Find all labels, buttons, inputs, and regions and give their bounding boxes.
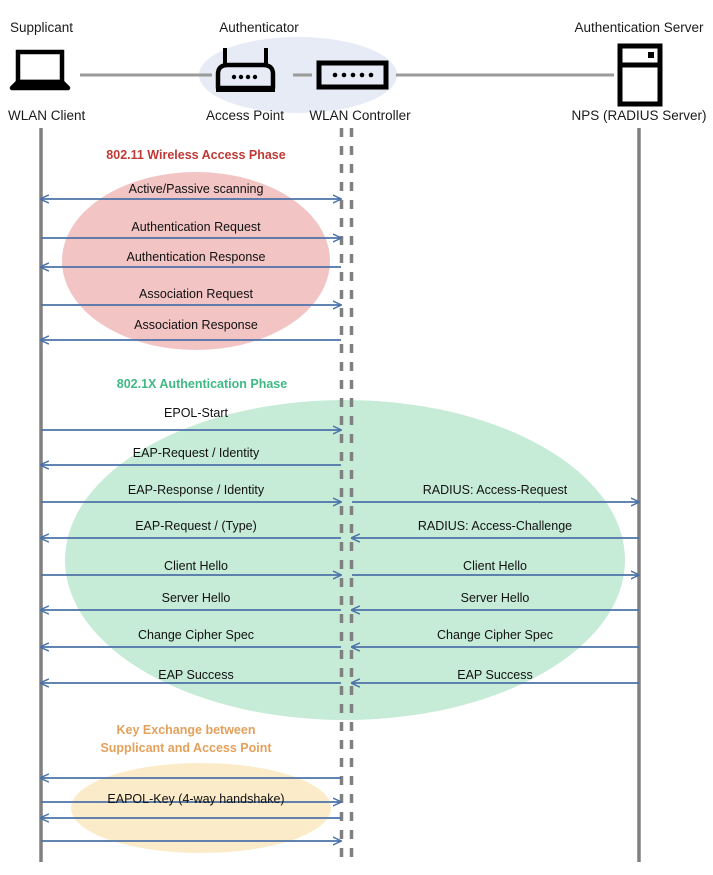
message-label-m8: EAP-Response / Identity	[127, 483, 265, 497]
node-label-wlan-client: WLAN Client	[8, 108, 86, 123]
node-label-wlan-controller: WLAN Controller	[309, 108, 411, 123]
message-label-m7: EAP-Request / Identity	[132, 446, 260, 460]
message-label-m9: EAP-Request / (Type)	[135, 519, 257, 533]
message-label-r1: RADIUS: Access-Request	[422, 483, 568, 497]
role-label-auth-server: Authentication Server	[574, 20, 704, 35]
message-label-m10: Client Hello	[164, 559, 228, 573]
role-label-supplicant: Supplicant	[10, 20, 74, 35]
message-label-m4: Association Request	[139, 287, 253, 301]
node-label-access-point: Access Point	[205, 108, 285, 123]
wlan-controller-icon	[316, 60, 389, 90]
phase-ellipse-key-exchange	[71, 763, 331, 853]
message-label-r5: Change Cipher Spec	[436, 628, 554, 642]
access-point-icon	[215, 48, 276, 92]
role-label-authenticator: Authenticator	[219, 20, 299, 35]
message-arrow-group	[41, 199, 639, 841]
phase-ellipse-dot1x-auth	[65, 400, 625, 720]
laptop-icon	[9, 49, 71, 91]
message-label-m2: Authentication Request	[131, 220, 261, 234]
phase-label-wireless-access: 802.11 Wireless Access Phase	[106, 148, 286, 162]
message-label-r4: Server Hello	[460, 591, 530, 605]
message-label-k2: EAPOL-Key (4-way handshake)	[107, 792, 285, 806]
message-label-m13: EAP Success	[158, 668, 234, 682]
server-icon	[617, 43, 663, 107]
phase-label-key-exchange: Key Exchange between Supplicant and Acce…	[100, 721, 271, 757]
message-label-r6: EAP Success	[457, 668, 533, 682]
message-label-m1: Active/Passive scanning	[128, 182, 264, 196]
message-label-m11: Server Hello	[161, 591, 231, 605]
message-label-m3: Authentication Response	[126, 250, 266, 264]
phase-label-key-exchange-line1: Key Exchange between	[116, 723, 256, 737]
message-label-m5: Association Response	[134, 318, 258, 332]
node-label-nps-radius-server: NPS (RADIUS Server)	[571, 108, 707, 123]
message-label-r2: RADIUS: Access-Challenge	[417, 519, 573, 533]
message-label-m6: EPOL-Start	[164, 406, 228, 420]
message-label-m12: Change Cipher Spec	[137, 628, 255, 642]
message-label-r3: Client Hello	[463, 559, 527, 573]
phase-label-key-exchange-line2: Supplicant and Access Point	[100, 741, 272, 755]
phase-label-dot1x-auth: 802.1X Authentication Phase	[116, 377, 288, 391]
